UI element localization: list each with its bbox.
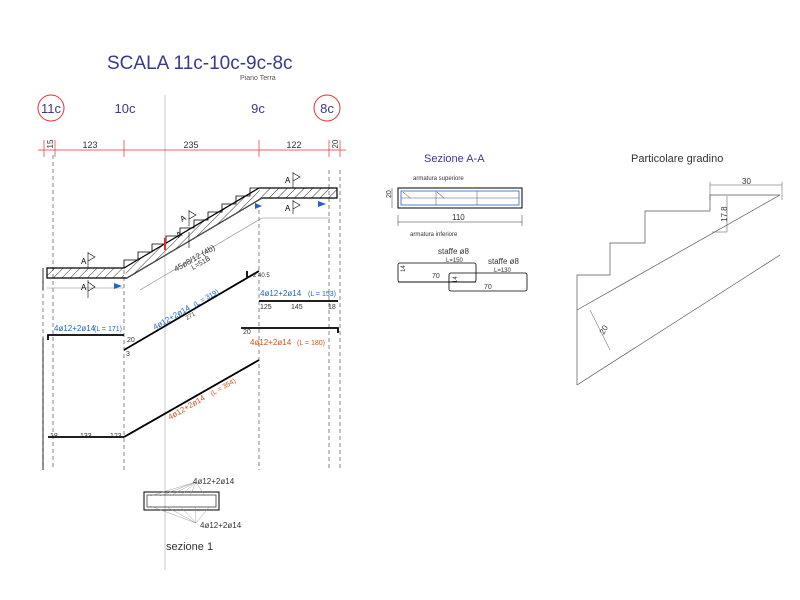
section-markers [87, 172, 301, 298]
bar-dim-20a: 20 [127, 337, 135, 344]
rebar-top-left-label: 4ø12+2ø14 [54, 324, 96, 333]
section-aa-drawing [391, 187, 523, 226]
stirrup-1-title: staffe ø8 [438, 247, 470, 256]
bar-dim-123: 123 [110, 433, 122, 440]
section-label-a3: A [179, 213, 189, 224]
section-label-a6: A [285, 204, 291, 213]
stirrup-2-title: staffe ø8 [488, 257, 520, 266]
rebar-bot-diag-label: 4ø12+2ø14 [167, 393, 208, 422]
section-aa-title: Sezione A-A [424, 153, 485, 165]
stirrup-1-drawing [397, 262, 477, 283]
drawing-subtitle: Piano Terra [240, 75, 276, 82]
column-label-9c: 9c [251, 101, 265, 116]
column-marker-8c: 8c [313, 94, 341, 122]
sezione-1-drawing [143, 481, 220, 524]
bar-dim-145: 145 [291, 304, 303, 311]
dimension-line: 15 123 235 122 20 [38, 139, 346, 157]
bar-dim-125: 125 [260, 304, 272, 311]
section-aa-top-label: armatura superiore [413, 176, 464, 182]
step-detail-tread: 30 [742, 177, 751, 186]
stirrup-2-length: L=130 [494, 268, 512, 274]
stair-slab-profile [42, 187, 338, 291]
sezione-1-top-label: 4ø12+2ø14 [193, 477, 235, 486]
stirrup-2-drawing [448, 272, 528, 292]
rebar-top-right-label: 4ø12+2ø14 [260, 289, 302, 298]
dim-122: 122 [286, 140, 301, 150]
step-detail-drawing [576, 182, 783, 386]
rebar-top-right-length: (L = 153) [308, 291, 336, 298]
section-aa-height: 20 [386, 190, 393, 198]
step-detail-thickness: 20 [598, 323, 611, 336]
rebar-diag-small: 271 [185, 311, 197, 322]
dim-15: 15 [46, 139, 55, 148]
column-label-10c: 10c [115, 101, 136, 116]
rebar-top-right-small: 2 40.5 [253, 273, 270, 279]
step-detail-title: Particolare gradino [631, 153, 723, 165]
sezione-1-title: sezione 1 [166, 541, 213, 553]
column-axes [42, 155, 341, 470]
dim-123: 123 [82, 140, 97, 150]
section-aa-bottom-label: armatura inferiore [410, 232, 458, 238]
column-marker-11c: 11c [37, 94, 65, 122]
column-label-8c: 8c [320, 101, 334, 116]
rebar-top-diag-length: (L = 319) [193, 289, 221, 309]
bar-dim-133: 133 [80, 433, 92, 440]
blue-arrow-marks [114, 201, 326, 289]
bar-dim-18: 18 [328, 304, 336, 311]
bar-dim-3: 3 [126, 351, 130, 358]
sezione-1-bottom-label: 4ø12+2ø14 [200, 521, 242, 530]
bar-dim-20b: 20 [243, 329, 251, 336]
stirrup-1-height: 14 [401, 265, 407, 272]
rebar-bot-right-length: (L = 180) [297, 340, 325, 347]
section-label-a2: A [81, 283, 87, 292]
stirrup-1-width: 70 [432, 273, 440, 280]
section-label-a4: A [175, 229, 185, 240]
bar-dim-18b: 18 [50, 433, 58, 440]
section-aa-width: 110 [452, 213, 465, 222]
column-label-11c: 11c [41, 101, 61, 116]
step-detail-riser: 17.8 [720, 206, 729, 222]
top-reinforcement [47, 270, 338, 351]
rebar-top-left-length: (L = 171) [94, 326, 122, 333]
stirrup-1-length: L=150 [446, 258, 464, 264]
section-label-a1: A [81, 257, 87, 266]
bottom-reinforcement [48, 327, 339, 438]
drawing-title: SCALA 11c-10c-9c-8c [107, 53, 293, 74]
dim-20: 20 [331, 139, 340, 148]
stirrup-2-width: 70 [484, 284, 492, 291]
rebar-bot-right-label: 4ø12+2ø14 [250, 338, 292, 347]
dim-235: 235 [183, 140, 198, 150]
section-label-a5: A [285, 176, 291, 185]
stirrup-2-height: 14 [453, 276, 459, 283]
